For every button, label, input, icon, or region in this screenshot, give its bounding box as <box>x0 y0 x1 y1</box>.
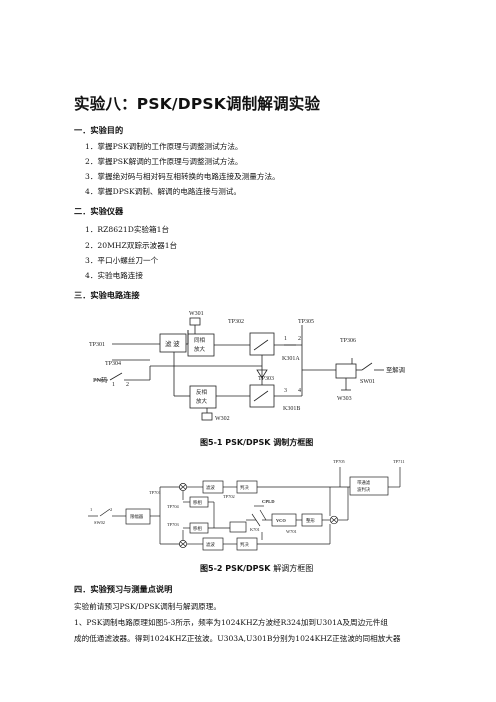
body-paragraph: 1、PSK调制电路原理如图5-3所示，频率为1024KHZ方波经R324加到U3… <box>74 618 388 627</box>
label-w701: W701 <box>286 529 297 534</box>
limiter-block <box>125 508 151 525</box>
label-tp702: TP702 <box>223 494 235 499</box>
bandpass-filter-block <box>349 476 389 496</box>
instrument-item: 2．20MHZ双踪示波器1台 <box>85 241 178 250</box>
label-k701: K701 <box>250 527 260 532</box>
label-k301a: K301A <box>282 356 300 362</box>
label-tp705: TP705 <box>333 459 346 464</box>
label-phase-lower: 移相 <box>193 525 202 532</box>
label-tp303: TP303 <box>258 376 274 382</box>
label-to-demod: 至解调 <box>386 365 405 374</box>
label-pin1: 1 <box>284 336 287 342</box>
instrument-item: 1．RZ8621D实验箱1台 <box>85 225 170 234</box>
section-heading-circuit: 三．实验电路连接 <box>74 290 140 300</box>
label-pin2: 2 <box>298 336 301 342</box>
label-tp305: TP305 <box>298 319 314 325</box>
label-filter-upper: 滤波 <box>206 484 215 491</box>
objective-item: 1．掌握PSK调制的工作原理与调整测试方法。 <box>85 142 243 151</box>
label-sw-pin2: 2 <box>126 382 129 388</box>
label-sw-pin1: 1 <box>112 382 115 388</box>
label-cpld: CPLD <box>262 499 275 504</box>
label-inverse-amp-1: 反相 <box>196 388 208 396</box>
label-sw02: SW02 <box>94 520 105 525</box>
label-tp711: TP711 <box>393 459 405 464</box>
page-title: 实验八：PSK/DPSK调制解调实验 <box>74 95 321 113</box>
label-pn-code: PN码 <box>93 376 107 384</box>
label-inphase-amp-1: 同相 <box>194 336 206 344</box>
label-k301b: K301B <box>283 406 300 412</box>
label-w301: W301 <box>189 311 204 317</box>
objective-item: 2．掌握PSK解调的工作原理与调整测试方法。 <box>85 157 243 166</box>
label-bpf-2: 波判决 <box>357 486 371 493</box>
label-tp302: TP302 <box>228 319 244 325</box>
section-heading-objectives: 一．实验目的 <box>74 125 124 135</box>
label-w303: W303 <box>337 396 352 402</box>
label-tp306: TP306 <box>340 338 356 344</box>
section-heading-preview: 四．实验预习与测量点说明 <box>74 584 173 594</box>
label-shaper: 整形 <box>306 517 315 524</box>
label-vco: VCO <box>276 518 286 523</box>
label-tp704: TP704 <box>167 504 180 509</box>
label-sample-lower: 判决 <box>240 541 249 548</box>
figure1-caption: 图5-1 PSK/DPSK 调制方框图 <box>200 438 314 447</box>
label-tp703: TP703 <box>167 522 180 527</box>
label-tp701: TP701 <box>149 490 161 495</box>
label-inphase-amp-2: 放大 <box>194 345 206 353</box>
label-sw01: SW01 <box>360 379 375 385</box>
label-p1: 1 <box>90 507 92 512</box>
figure2-caption-bold: 图5-2 PSK/DPSK <box>200 564 274 573</box>
label-filter-lower: 滤波 <box>206 541 215 548</box>
objective-item: 4．掌握DPSK调制、解调的电路连接与测试。 <box>85 187 241 196</box>
label-w302: W302 <box>215 416 230 422</box>
body-paragraph: 实验前请预习PSK/DPSK调制与解调原理。 <box>74 602 221 611</box>
figure2-caption-rest: 解调方框图 <box>273 564 314 573</box>
figure2-caption: 图5-2 PSK/DPSK 解调方框图 <box>200 563 313 574</box>
label-tp304: TP304 <box>105 361 121 367</box>
instrument-item: 3．平口小螺丝刀一个 <box>85 256 159 265</box>
label-limiter: 限幅器 <box>130 513 144 520</box>
label-pin3: 3 <box>284 388 287 394</box>
objective-item: 3．掌握绝对码与相对码互相转换的电路连接及测量方法。 <box>85 172 280 181</box>
filter-block <box>159 333 187 353</box>
label-sample-upper: 判决 <box>240 484 249 491</box>
label-pin4: 4 <box>298 388 301 394</box>
w303-block <box>335 363 357 379</box>
label-inverse-amp-2: 放大 <box>196 397 208 405</box>
label-filter: 滤 波 <box>165 339 180 348</box>
section-heading-instruments: 二．实验仪器 <box>74 206 124 216</box>
k301b-switch <box>249 384 275 408</box>
body-paragraph: 成的低通滤波器。得到1024KHZ正弦波。U303A,U301B分别为1024K… <box>74 634 401 643</box>
inverse-amp-block <box>189 385 217 409</box>
label-tp301: TP301 <box>89 342 105 348</box>
label-p2: 2 <box>110 507 112 512</box>
label-phase-upper: 移相 <box>193 499 202 506</box>
instrument-item: 4．实验电路连接 <box>85 271 143 280</box>
label-bpf-1: 带通滤 <box>357 479 371 486</box>
